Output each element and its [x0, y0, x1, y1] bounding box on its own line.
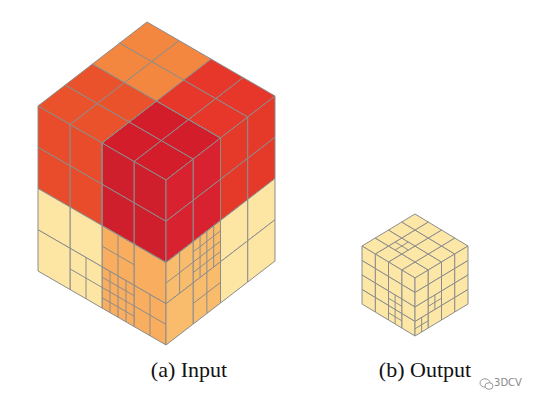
subdivision-line: [110, 271, 111, 312]
octree-cell: [415, 314, 428, 337]
subdivision-line: [389, 298, 402, 306]
octree-cell: [221, 241, 248, 303]
octree-cell: [70, 248, 102, 308]
subdivision-line: [193, 241, 220, 262]
subdivision-line: [395, 242, 408, 250]
subdivision-line: [102, 246, 134, 265]
watermark: 3DCV: [494, 377, 522, 388]
subdivision-line: [193, 251, 220, 272]
subdivision-line: [70, 269, 102, 288]
octree-cubes: [38, 22, 468, 345]
subdivision-line: [134, 306, 166, 325]
subdivision-line: [166, 262, 193, 283]
subdivision-line: [389, 313, 402, 321]
subdivision-line: [415, 321, 428, 329]
subdivision-line: [395, 242, 408, 250]
subdivision-line: [102, 287, 134, 306]
octree-cell: [402, 314, 415, 337]
subdivision-line: [213, 226, 214, 267]
caption-label: (b) Output: [379, 357, 471, 383]
subdivision-line: [102, 101, 157, 143]
subdivision-line: [157, 101, 221, 138]
octree-cell: [402, 214, 429, 230]
octree-cell: [38, 230, 70, 290]
subdivision-line: [102, 143, 103, 226]
octree-cell: [455, 290, 468, 313]
subdivision-line: [428, 298, 441, 306]
octree-cell: [442, 298, 455, 321]
caption-label: (a) Input: [151, 357, 227, 383]
octree-cell: [248, 220, 275, 282]
subdivision-line: [193, 282, 220, 303]
subdivision-line: [220, 138, 221, 221]
octree-cell: [134, 285, 166, 345]
octree-cell: [120, 22, 179, 62]
subdivision-line: [166, 221, 221, 263]
subdivision-line: [102, 226, 166, 263]
subdivision-line: [102, 298, 134, 317]
wechat-icon: [480, 379, 493, 390]
octree-cell: [362, 290, 375, 313]
octree-cell: [375, 298, 388, 321]
